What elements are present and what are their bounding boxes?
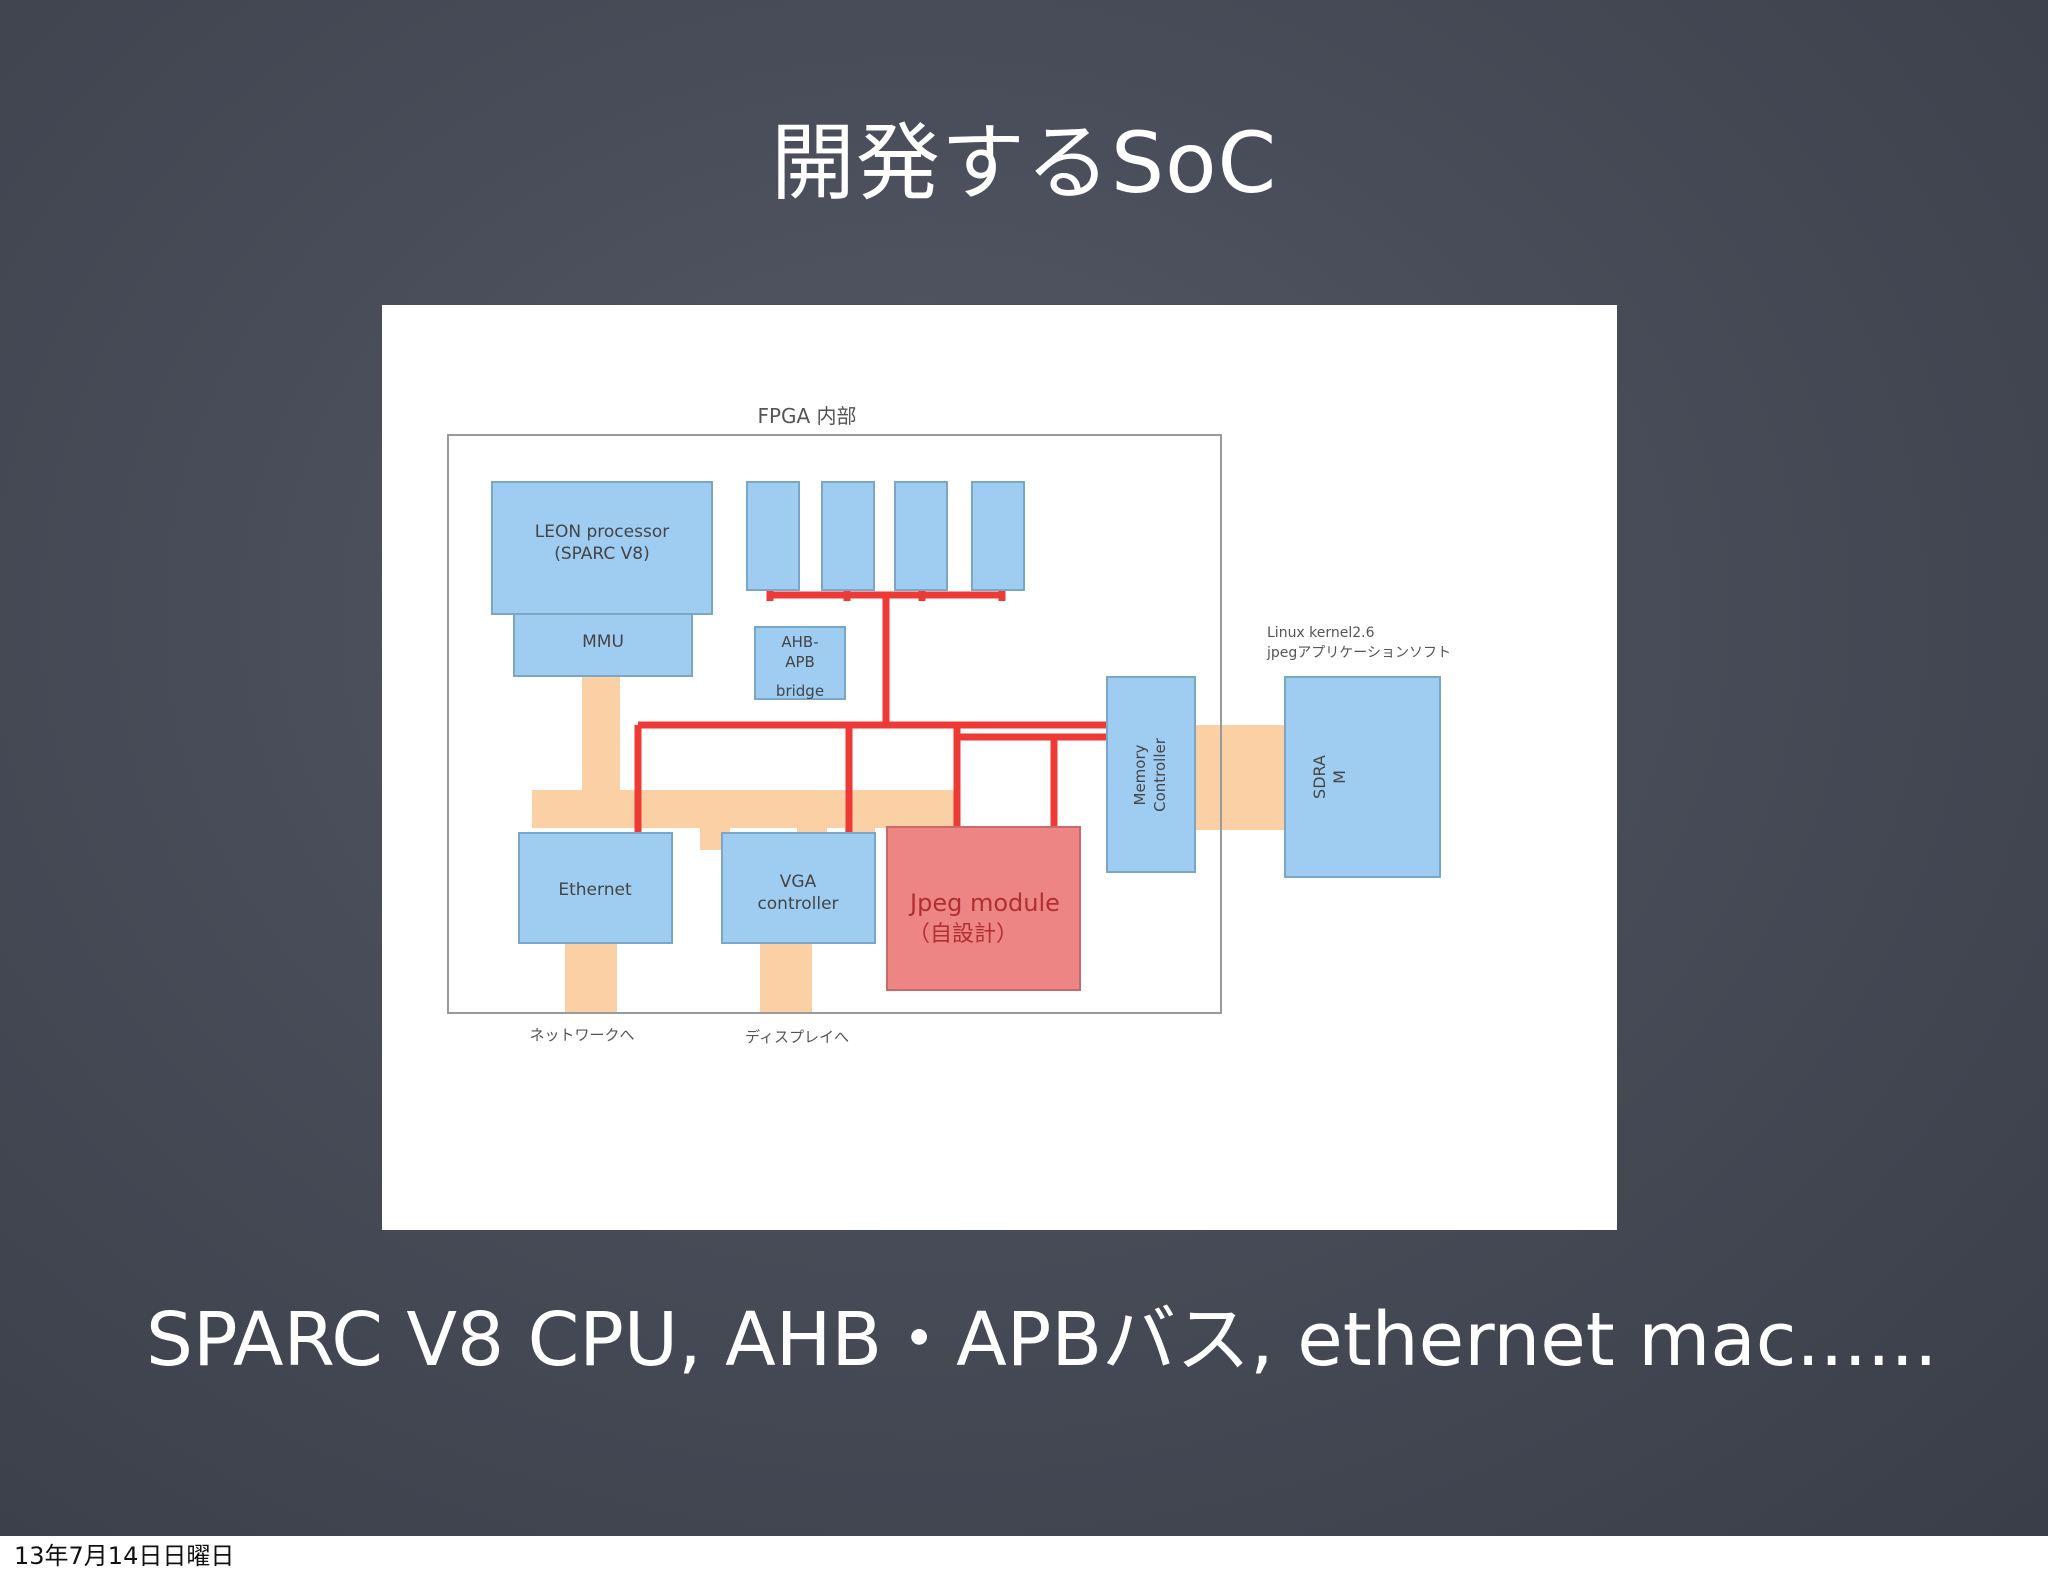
ahb-label-1: AHB- — [781, 633, 818, 651]
internal-peach-bus — [532, 790, 957, 828]
memory-label-1: Memory — [1131, 744, 1149, 805]
leon-label-2: (SPARC V8) — [554, 544, 650, 564]
jpeg-label-1: Jpeg module — [908, 889, 1060, 917]
slide-caption: SPARC V8 CPU, AHB・APBバス, ethernet mac...… — [146, 1297, 1938, 1383]
jpeg-module-block — [886, 826, 1081, 991]
memory-controller-label: Memory Controller — [1131, 737, 1169, 812]
leon-processor-block — [491, 481, 713, 615]
vga-controller-block — [721, 832, 876, 944]
memory-label-2: Controller — [1151, 737, 1169, 812]
memory-controller-block — [1106, 676, 1196, 873]
diagram-panel: FPGA 内部 LEON processor (SPARC V8) — [382, 305, 1617, 1230]
linux-label-2: jpegアプリケーションソフト — [1266, 645, 1451, 661]
leon-label-1: LEON processor — [535, 522, 669, 542]
ahb-bus — [634, 588, 1107, 835]
display-out-path — [760, 943, 812, 1013]
ahb-label-2: APB — [785, 653, 815, 671]
ethernet-block — [518, 832, 673, 944]
to-display-label: ディスプレイへ — [745, 1028, 849, 1046]
peripheral-block-4 — [971, 481, 1025, 591]
linux-label-1: Linux kernel2.6 — [1267, 625, 1375, 641]
fpga-label: FPGA 内部 — [757, 404, 856, 428]
mmu-label: MMU — [582, 632, 624, 652]
to-network-label: ネットワークへ — [529, 1026, 634, 1044]
ahb-apb-bridge-block — [754, 626, 846, 700]
sdram-label-1: SDRA — [1310, 755, 1329, 799]
slide: 開発するSoC FPGA 内部 — [0, 0, 2048, 1536]
jpeg-label-2: （自設計） — [908, 922, 1018, 947]
network-out-path — [565, 943, 617, 1013]
mmu-block — [513, 613, 693, 677]
vga-label-2: controller — [757, 894, 838, 914]
slide-title: 開発するSoC — [770, 114, 1278, 212]
sdram-label-2: M — [1330, 770, 1349, 784]
peripheral-block-1 — [746, 481, 800, 591]
vga-label-1: VGA — [780, 872, 817, 892]
footer-date: 13年7月14日日曜日 — [14, 1542, 235, 1570]
fpga-boundary — [447, 434, 1222, 1014]
ethernet-label: Ethernet — [558, 880, 632, 900]
ahb-label-3: bridge — [776, 682, 824, 700]
memory-sdram-path — [1192, 725, 1287, 830]
soc-diagram: FPGA 内部 LEON processor (SPARC V8) — [447, 404, 1451, 1046]
sdram-block — [1284, 676, 1441, 878]
peripheral-block-2 — [821, 481, 875, 591]
sdram-label: SDRA M — [1310, 755, 1349, 799]
peripheral-block-3 — [894, 481, 948, 591]
